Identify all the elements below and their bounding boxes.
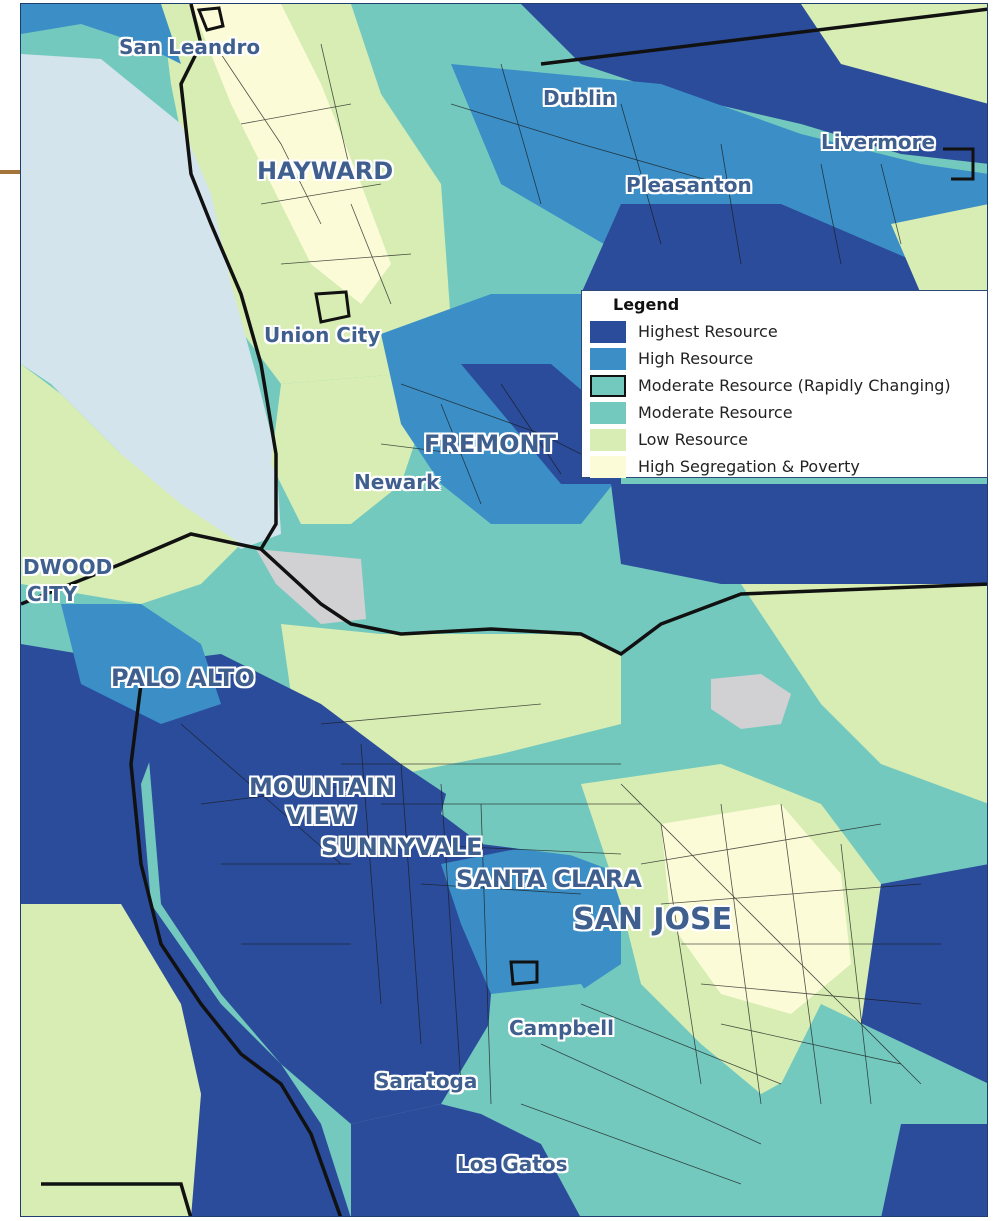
region-low-newark (271, 374, 421, 524)
label-union-city: Union City (264, 323, 381, 347)
legend-item: High Resource (590, 346, 985, 370)
region-segregation-hayward (191, 4, 391, 304)
label-redwood-city-2: CITY (27, 582, 78, 606)
region-highest-pleasanton (581, 204, 987, 294)
accent-line (0, 170, 24, 174)
legend-item: Low Resource (590, 427, 985, 451)
legend-item: Moderate Resource (Rapidly Changing) (590, 373, 985, 397)
label-los-gatos: Los Gatos (457, 1152, 568, 1176)
region-high-nw (21, 4, 181, 64)
legend-label: High Segregation & Poverty (638, 457, 860, 476)
region-highest-eastsj (861, 864, 987, 1084)
label-mountain-view-1: MOUNTAIN (249, 773, 395, 801)
label-sunnyvale: SUNNYVALE (321, 833, 483, 861)
legend-label: Low Resource (638, 430, 748, 449)
legend-item: Highest Resource (590, 319, 985, 343)
region-low-middle (281, 624, 621, 774)
label-campbell: Campbell (509, 1016, 614, 1040)
county-lines (21, 4, 987, 1216)
label-newark: Newark (354, 470, 440, 494)
label-livermore: Livermore (821, 130, 936, 154)
legend-title: Legend (613, 295, 680, 314)
region-nodata-2 (711, 674, 791, 729)
label-dublin: Dublin (543, 86, 617, 110)
legend-label: High Resource (638, 349, 754, 368)
region-low-sw (21, 904, 201, 1216)
region-highest-east (611, 484, 987, 584)
bay-water (21, 54, 281, 549)
region-low-ne (801, 4, 987, 104)
legend-item: High Segregation & Poverty (590, 454, 985, 478)
legend-label: Moderate Resource (Rapidly Changing) (638, 376, 951, 395)
legend-swatch (590, 429, 626, 451)
label-pleasanton: Pleasanton (626, 173, 752, 197)
legend-swatch (590, 375, 626, 397)
label-hayward: HAYWARD (257, 157, 394, 185)
tract-lines (180, 43, 941, 1185)
region-low-redwood (21, 364, 241, 604)
legend-swatch (590, 456, 626, 478)
legend-swatch (590, 402, 626, 424)
map-canvas (21, 4, 987, 1216)
legend-swatch (590, 321, 626, 343)
region-highest-south (881, 1124, 987, 1216)
label-san-leandro: San Leandro (119, 35, 261, 59)
label-santa-clara: SANTA CLARA (456, 865, 642, 893)
region-low-se (741, 584, 987, 804)
region-high-paloalto (61, 604, 221, 724)
region-segregation-sanjose (661, 804, 851, 1014)
region-moderate-campbell (481, 984, 621, 1144)
legend-item: Moderate Resource (590, 400, 985, 424)
opportunity-map[interactable]: San Leandro Dublin Livermore HAYWARD Ple… (20, 3, 988, 1217)
region-highest-losgatos (351, 1104, 580, 1216)
label-fremont: FREMONT (424, 430, 557, 458)
legend-label: Highest Resource (638, 322, 778, 341)
label-redwood-city-1: DWOOD (23, 555, 113, 579)
legend-label: Moderate Resource (638, 403, 793, 422)
label-palo-alto: PALO ALTO (111, 664, 255, 692)
map-legend: Legend Highest Resource High Resource Mo… (581, 290, 988, 478)
city-outlines (196, 6, 975, 986)
label-saratoga: Saratoga (375, 1069, 478, 1093)
label-san-jose: SAN JOSE (573, 902, 733, 937)
label-mountain-view-2: VIEW (286, 802, 357, 830)
legend-swatch (590, 348, 626, 370)
region-highest-sunnyvale (141, 654, 601, 1124)
region-low-east (891, 204, 987, 294)
